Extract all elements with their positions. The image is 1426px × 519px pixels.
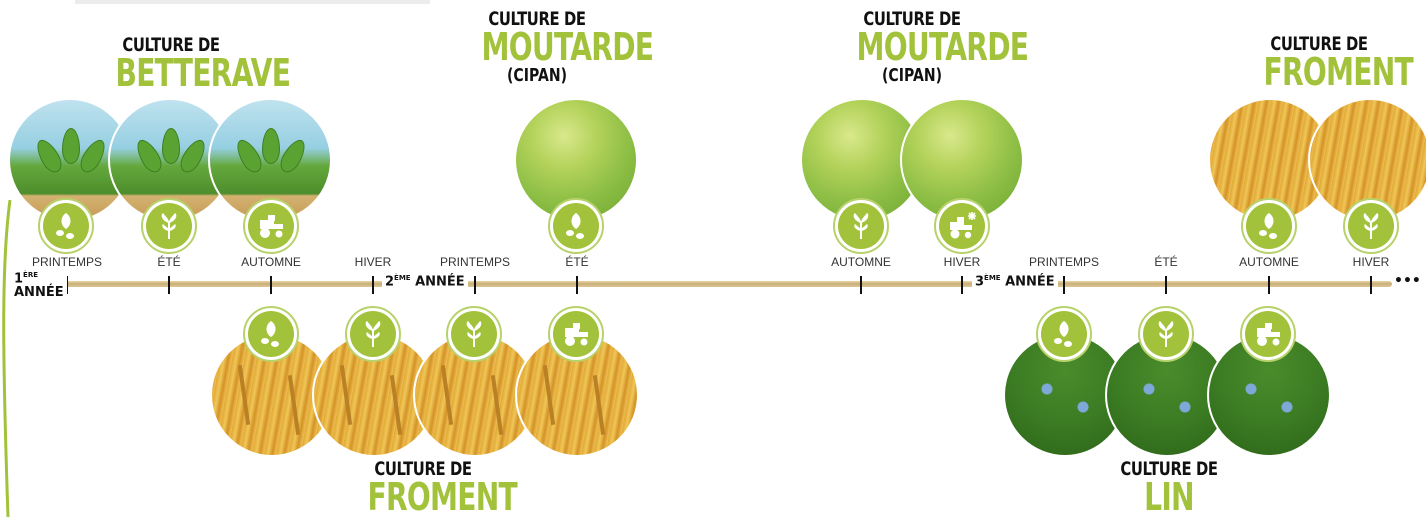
crop-note: (CIPAN) [882, 65, 942, 86]
photo-betterave [108, 98, 232, 222]
plant-icon [141, 198, 197, 254]
crop-kicker: CULTURE DE [122, 34, 220, 56]
timeline-tick [1370, 276, 1372, 294]
seed-icon [38, 198, 94, 254]
timeline-tick [1063, 276, 1065, 294]
seed-icon [1036, 306, 1092, 362]
season-label: HIVER [943, 255, 981, 269]
season-label: PRINTEMPS [31, 255, 103, 269]
crop-title-froment-top: CULTURE DE FROMENT [1244, 33, 1414, 94]
timeline-tick [168, 276, 170, 294]
crop-kicker: CULTURE DE [1270, 33, 1368, 55]
crop-note: (CIPAN) [507, 65, 567, 86]
season-label: ÉTÉ [157, 255, 181, 269]
season-label: AUTOMNE [831, 255, 891, 269]
timeline-tick [576, 276, 578, 294]
year-label-3: 3ÈME ANNÉE [972, 274, 1058, 289]
top-divider [75, 0, 430, 4]
season-label: AUTOMNE [241, 255, 301, 269]
crop-title-lin: CULTURE DE LIN [1094, 458, 1244, 519]
tractor-snow-icon [934, 198, 990, 254]
plant-icon [446, 306, 502, 362]
timeline-tick [474, 276, 476, 294]
timeline-tick [1165, 276, 1167, 294]
tractor-icon [243, 198, 299, 254]
timeline-tick [1268, 276, 1270, 294]
timeline-tick [961, 276, 963, 294]
crop-kicker: CULTURE DE [488, 8, 586, 30]
crop-name: FROMENT [1263, 50, 1414, 94]
seed-icon [1241, 198, 1297, 254]
seed-icon [548, 198, 604, 254]
left-curve-decoration [2, 200, 12, 517]
plant-icon [1343, 198, 1399, 254]
crop-title-moutarde-2: CULTURE DE MOUTARDE (CIPAN) [837, 8, 1030, 86]
season-label: AUTOMNE [1239, 255, 1299, 269]
timeline-tick [270, 276, 272, 294]
season-label: HIVER [354, 255, 392, 269]
timeline-tick [372, 276, 374, 294]
season-label: ÉTÉ [565, 255, 589, 269]
season-label: PRINTEMPS [439, 255, 511, 269]
crop-title-froment-bottom: CULTURE DE FROMENT [348, 458, 518, 519]
timeline-tick [860, 276, 862, 294]
year-label-1: 1ÈRE ANNÉE [11, 271, 67, 300]
year-label-2: 2ÈME ANNÉE [382, 274, 468, 289]
continuation-ellipsis: ••• [1394, 273, 1421, 289]
crop-name: FROMENT [367, 475, 518, 519]
seed-icon [243, 306, 299, 362]
plant-icon [1138, 306, 1194, 362]
crop-name: LIN [1144, 475, 1194, 519]
season-label: ÉTÉ [1154, 255, 1178, 269]
crop-name: MOUTARDE [856, 25, 1030, 69]
timeline-tick [66, 276, 68, 294]
crop-kicker: CULTURE DE [863, 8, 961, 30]
plant-icon [345, 306, 401, 362]
plant-icon [833, 198, 889, 254]
tractor-icon [1240, 306, 1296, 362]
season-label: PRINTEMPS [1028, 255, 1100, 269]
season-label: HIVER [1352, 255, 1390, 269]
crop-kicker: CULTURE DE [1120, 458, 1218, 480]
crop-title-betterave: CULTURE DE BETTERAVE [96, 34, 291, 95]
crop-title-moutarde-1: CULTURE DE MOUTARDE (CIPAN) [462, 8, 655, 86]
photo-froment [515, 333, 639, 457]
timeline-bar [62, 281, 1392, 287]
crop-kicker: CULTURE DE [374, 458, 472, 480]
tractor-icon [548, 306, 604, 362]
crop-name: MOUTARDE [481, 25, 655, 69]
crop-name: BETTERAVE [115, 51, 291, 95]
